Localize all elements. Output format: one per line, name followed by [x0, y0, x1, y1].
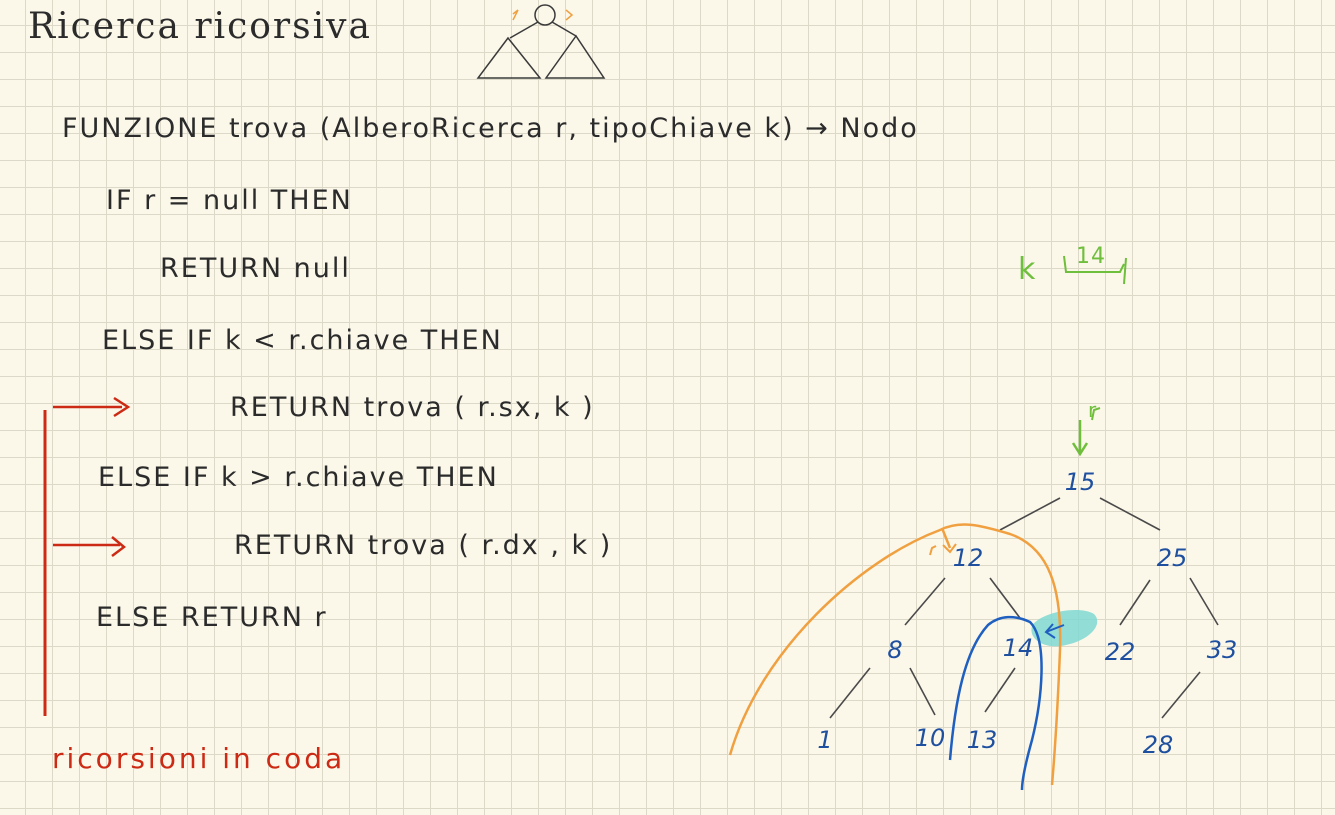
tree-node-10: 10: [914, 724, 946, 752]
code-line-return-dx: RETURN trova ( r.dx , k ): [234, 530, 613, 561]
tree-node-25: 25: [1156, 544, 1188, 572]
root-pointer-label: r: [1088, 398, 1098, 422]
tree-node-12: 12: [952, 544, 984, 572]
tail-recursion-note: ricorsioni in coda: [52, 742, 346, 775]
code-line-return-null: RETURN null: [160, 253, 351, 284]
tree-node-33: 33: [1206, 636, 1238, 664]
tree-node-8: 8: [887, 636, 903, 664]
tree-node-28: 28: [1142, 731, 1174, 759]
code-line-else-if-less: ELSE IF k < r.chiave THEN: [102, 325, 503, 356]
tree-node-13: 13: [966, 726, 998, 754]
page-title: Ricerca ricorsiva: [28, 6, 372, 47]
code-line-return-sx: RETURN trova ( r.sx, k ): [230, 392, 595, 423]
tree-node-15: 15: [1064, 468, 1096, 496]
code-line-if-null: IF r = null THEN: [106, 185, 353, 216]
tree-node-22: 22: [1104, 638, 1136, 666]
tree-node-14: 14: [1002, 634, 1034, 662]
code-line-function: FUNZIONE trova (AlberoRicerca r, tipoChi…: [62, 113, 919, 144]
tree-node-1: 1: [817, 726, 833, 754]
code-line-else-if-greater: ELSE IF k > r.chiave THEN: [98, 462, 499, 493]
key-label: k: [1018, 252, 1037, 287]
code-line-else-return-r: ELSE RETURN r: [96, 602, 328, 633]
key-value: 14: [1076, 244, 1106, 269]
